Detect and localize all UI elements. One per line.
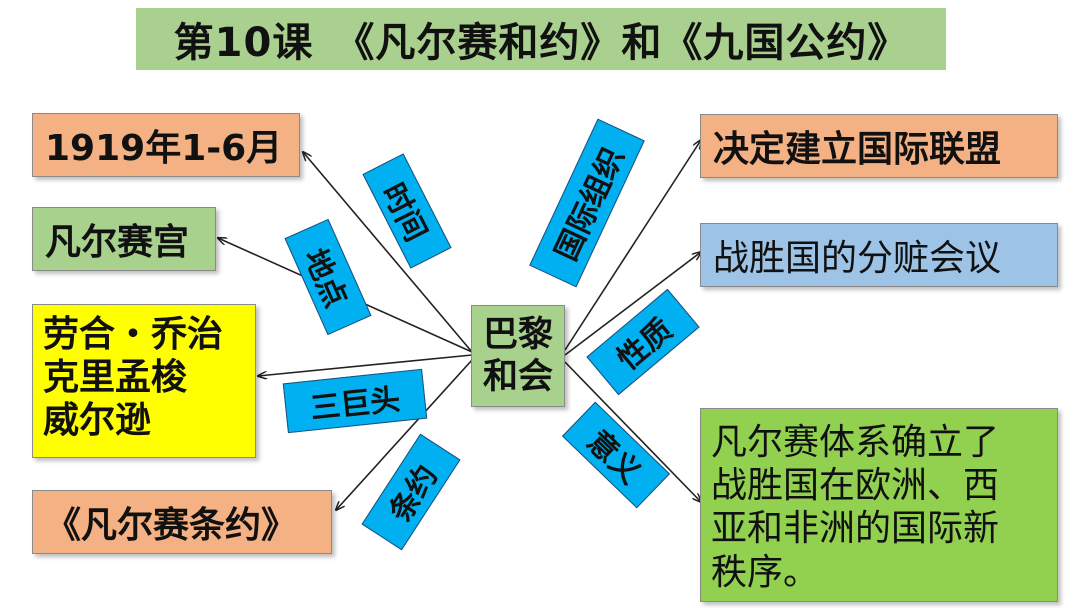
time-value-box: 1919年1-6月: [32, 113, 300, 177]
org-value: 决定建立国际联盟: [713, 129, 1002, 170]
significance-line: 战胜国在欧洲、西: [711, 465, 1000, 507]
page-title: 第10课 《凡尔赛和约》和《九国公约》: [136, 8, 946, 70]
place-value: 凡尔赛宫: [45, 222, 190, 263]
big-three-name: 威尔逊: [43, 400, 152, 442]
arrow-nature: [564, 252, 701, 356]
big-three-name: 劳合・乔治: [43, 314, 224, 355]
big-three-name: 克里孟梭: [43, 357, 188, 399]
nature-value: 战胜国的分赃会议: [713, 238, 1002, 279]
center-label-line: 巴黎: [482, 315, 553, 355]
nature-value-box: 战胜国的分赃会议: [700, 223, 1058, 287]
arrow-treaty: [336, 359, 473, 510]
significance-line: 亚和非洲的国际新: [711, 508, 1000, 550]
arrow-org: [564, 140, 701, 351]
place-value-box: 凡尔赛宫: [32, 207, 216, 271]
treaty-value: 《凡尔赛条约》: [45, 505, 298, 546]
time-value: 1919年1-6月: [45, 128, 283, 169]
significance-value-box: 凡尔赛体系确立了 战胜国在欧洲、西 亚和非洲的国际新 秩序。: [700, 408, 1058, 602]
arrow-significance: [564, 361, 701, 502]
org-value-box: 决定建立国际联盟: [700, 114, 1058, 178]
center-label-line: 和会: [482, 357, 553, 397]
arrow-big-three: [258, 354, 473, 376]
significance-line: 凡尔赛体系确立了: [711, 422, 1000, 463]
arrow-time: [303, 152, 473, 353]
treaty-value-box: 《凡尔赛条约》: [32, 490, 332, 554]
big-three-value-box: 劳合・乔治 克里孟梭 威尔逊: [32, 304, 256, 458]
center-node: 巴黎 和会: [471, 305, 565, 407]
significance-line: 秩序。: [711, 551, 820, 593]
